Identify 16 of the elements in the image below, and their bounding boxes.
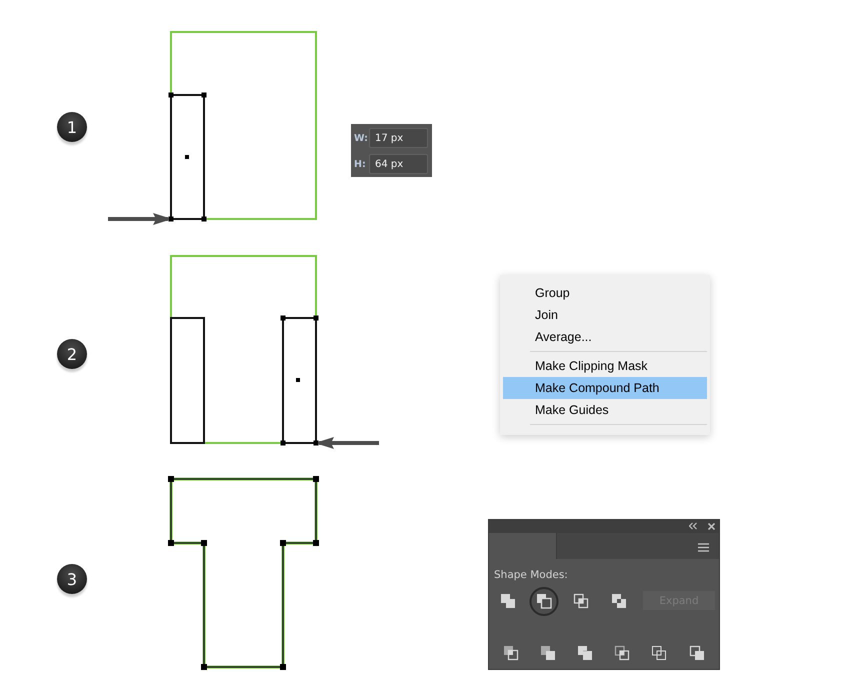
selected-rectangle [168, 92, 207, 222]
menu-item: Make Clipping Mask [534, 358, 649, 375]
selected-rectangle [280, 315, 319, 446]
menu-item: Group [534, 285, 571, 302]
value-field: 17 px [369, 128, 428, 148]
step-number: 2 [57, 339, 87, 369]
menu-item: Join [534, 307, 559, 324]
menu-item: Average... [534, 329, 593, 346]
step-number: 1 [57, 112, 87, 142]
section-heading: Shape Modes: [494, 569, 568, 581]
highlighted-menu-item: Make Compound Path [503, 377, 707, 399]
step-number: 3 [57, 564, 87, 594]
field-label: W: [354, 132, 369, 144]
field-label: H: [354, 158, 367, 170]
value-field: 64 px [369, 154, 428, 174]
menu-item: Make Guides [534, 402, 610, 419]
